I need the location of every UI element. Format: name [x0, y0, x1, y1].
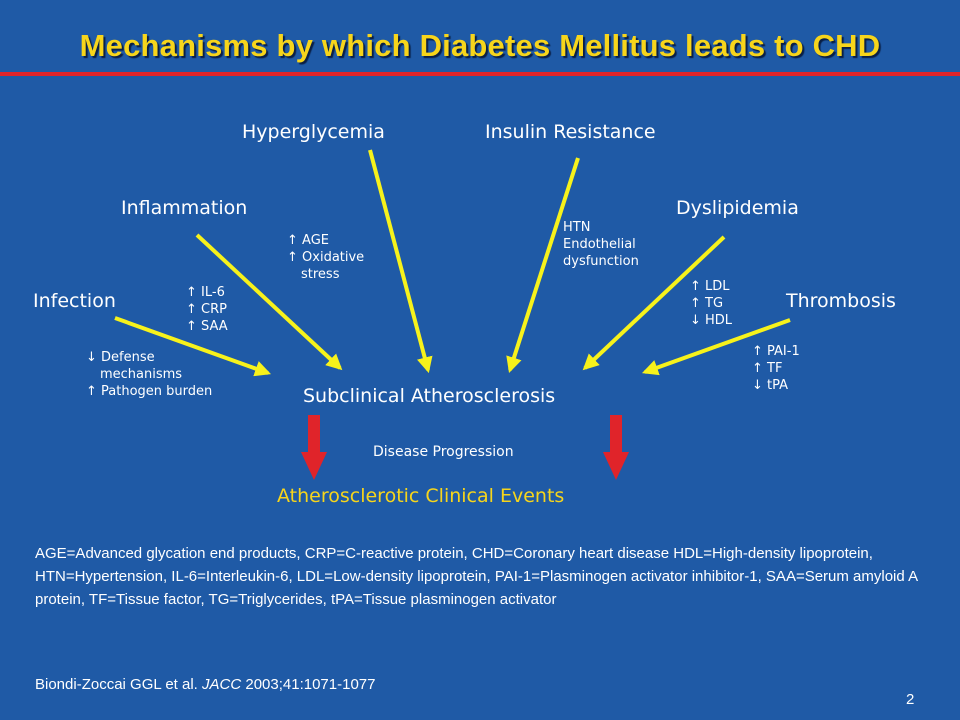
annotation-inflammation: ↑ IL-6 ↑ CRP ↑ SAA [186, 284, 228, 335]
annotation-line: ↓ tPA [752, 378, 789, 393]
reference-citation: Biondi-Zoccai GGL et al. JACC 2003;41:10… [35, 676, 375, 693]
annotation-line: ↑ PAI-1 [752, 344, 800, 359]
arrow-infection [114, 316, 272, 377]
node-subclinical-atherosclerosis: Subclinical Atherosclerosis [303, 385, 556, 407]
annotation-line: ↑ AGE [287, 233, 329, 248]
annotation-line: HTN [563, 220, 591, 235]
annotation-line: ↑ IL-6 [186, 285, 225, 300]
title-underline [0, 72, 960, 76]
annotation-line: ↑ LDL [690, 279, 730, 294]
arrow-inflammation [195, 233, 343, 371]
annotation-line: mechanisms [100, 367, 183, 382]
annotation-line: ↑ Pathogen burden [86, 384, 213, 399]
annotation-line: ↑ TF [752, 361, 783, 376]
annotation-line: ↑ TG [690, 296, 724, 311]
annotation-line: ↑ SAA [186, 319, 228, 334]
arrow-dyslipidemia [582, 235, 726, 371]
annotation-hyperglycemia: ↑ AGE ↑ Oxidative stress [287, 232, 364, 283]
annotation-line: ↓ HDL [690, 313, 733, 328]
node-thrombosis: Thrombosis [786, 290, 896, 312]
annotation-insulin-resistance: HTN Endothelial dysfunction [563, 219, 639, 270]
annotation-line: dysfunction [563, 254, 639, 269]
annotation-dyslipidemia: ↑ LDL ↑ TG ↓ HDL [690, 278, 732, 329]
reference-authors: Biondi-Zoccai GGL et al. [35, 676, 203, 693]
page-number: 2 [906, 691, 915, 708]
node-insulin-resistance: Insulin Resistance [485, 121, 656, 143]
annotation-line: Endothelial [563, 237, 636, 252]
abbreviation-legend: AGE=Advanced glycation end products, CRP… [35, 545, 918, 608]
arrow-hyperglycemia [368, 149, 433, 374]
annotation-line: ↓ Defense [86, 350, 155, 365]
node-inflammation: Inflammation [121, 197, 248, 219]
reference-details: 2003;41:1071-1077 [241, 676, 376, 693]
annotation-thrombosis: ↑ PAI-1 ↑ TF ↓ tPA [752, 343, 800, 394]
node-clinical-events: Atherosclerotic Clinical Events [277, 485, 565, 507]
arrow-thrombosis [641, 318, 791, 376]
annotation-line: stress [301, 267, 340, 282]
node-dyslipidemia: Dyslipidemia [676, 197, 799, 219]
progression-arrow-right [603, 415, 629, 480]
annotation-line: ↑ Oxidative [287, 250, 365, 265]
reference-journal: JACC [202, 676, 242, 693]
node-infection: Infection [33, 290, 116, 312]
progression-arrow-left [301, 415, 327, 480]
slide-title: Mechanisms by which Diabetes Mellitus le… [79, 28, 881, 63]
annotation-infection: ↓ Defense mechanisms ↑ Pathogen burden [86, 349, 212, 400]
node-hyperglycemia: Hyperglycemia [242, 121, 385, 143]
arrow-insulin-resistance [506, 157, 580, 374]
disease-progression-label: Disease Progression [373, 444, 514, 460]
annotation-line: ↑ CRP [186, 302, 227, 317]
